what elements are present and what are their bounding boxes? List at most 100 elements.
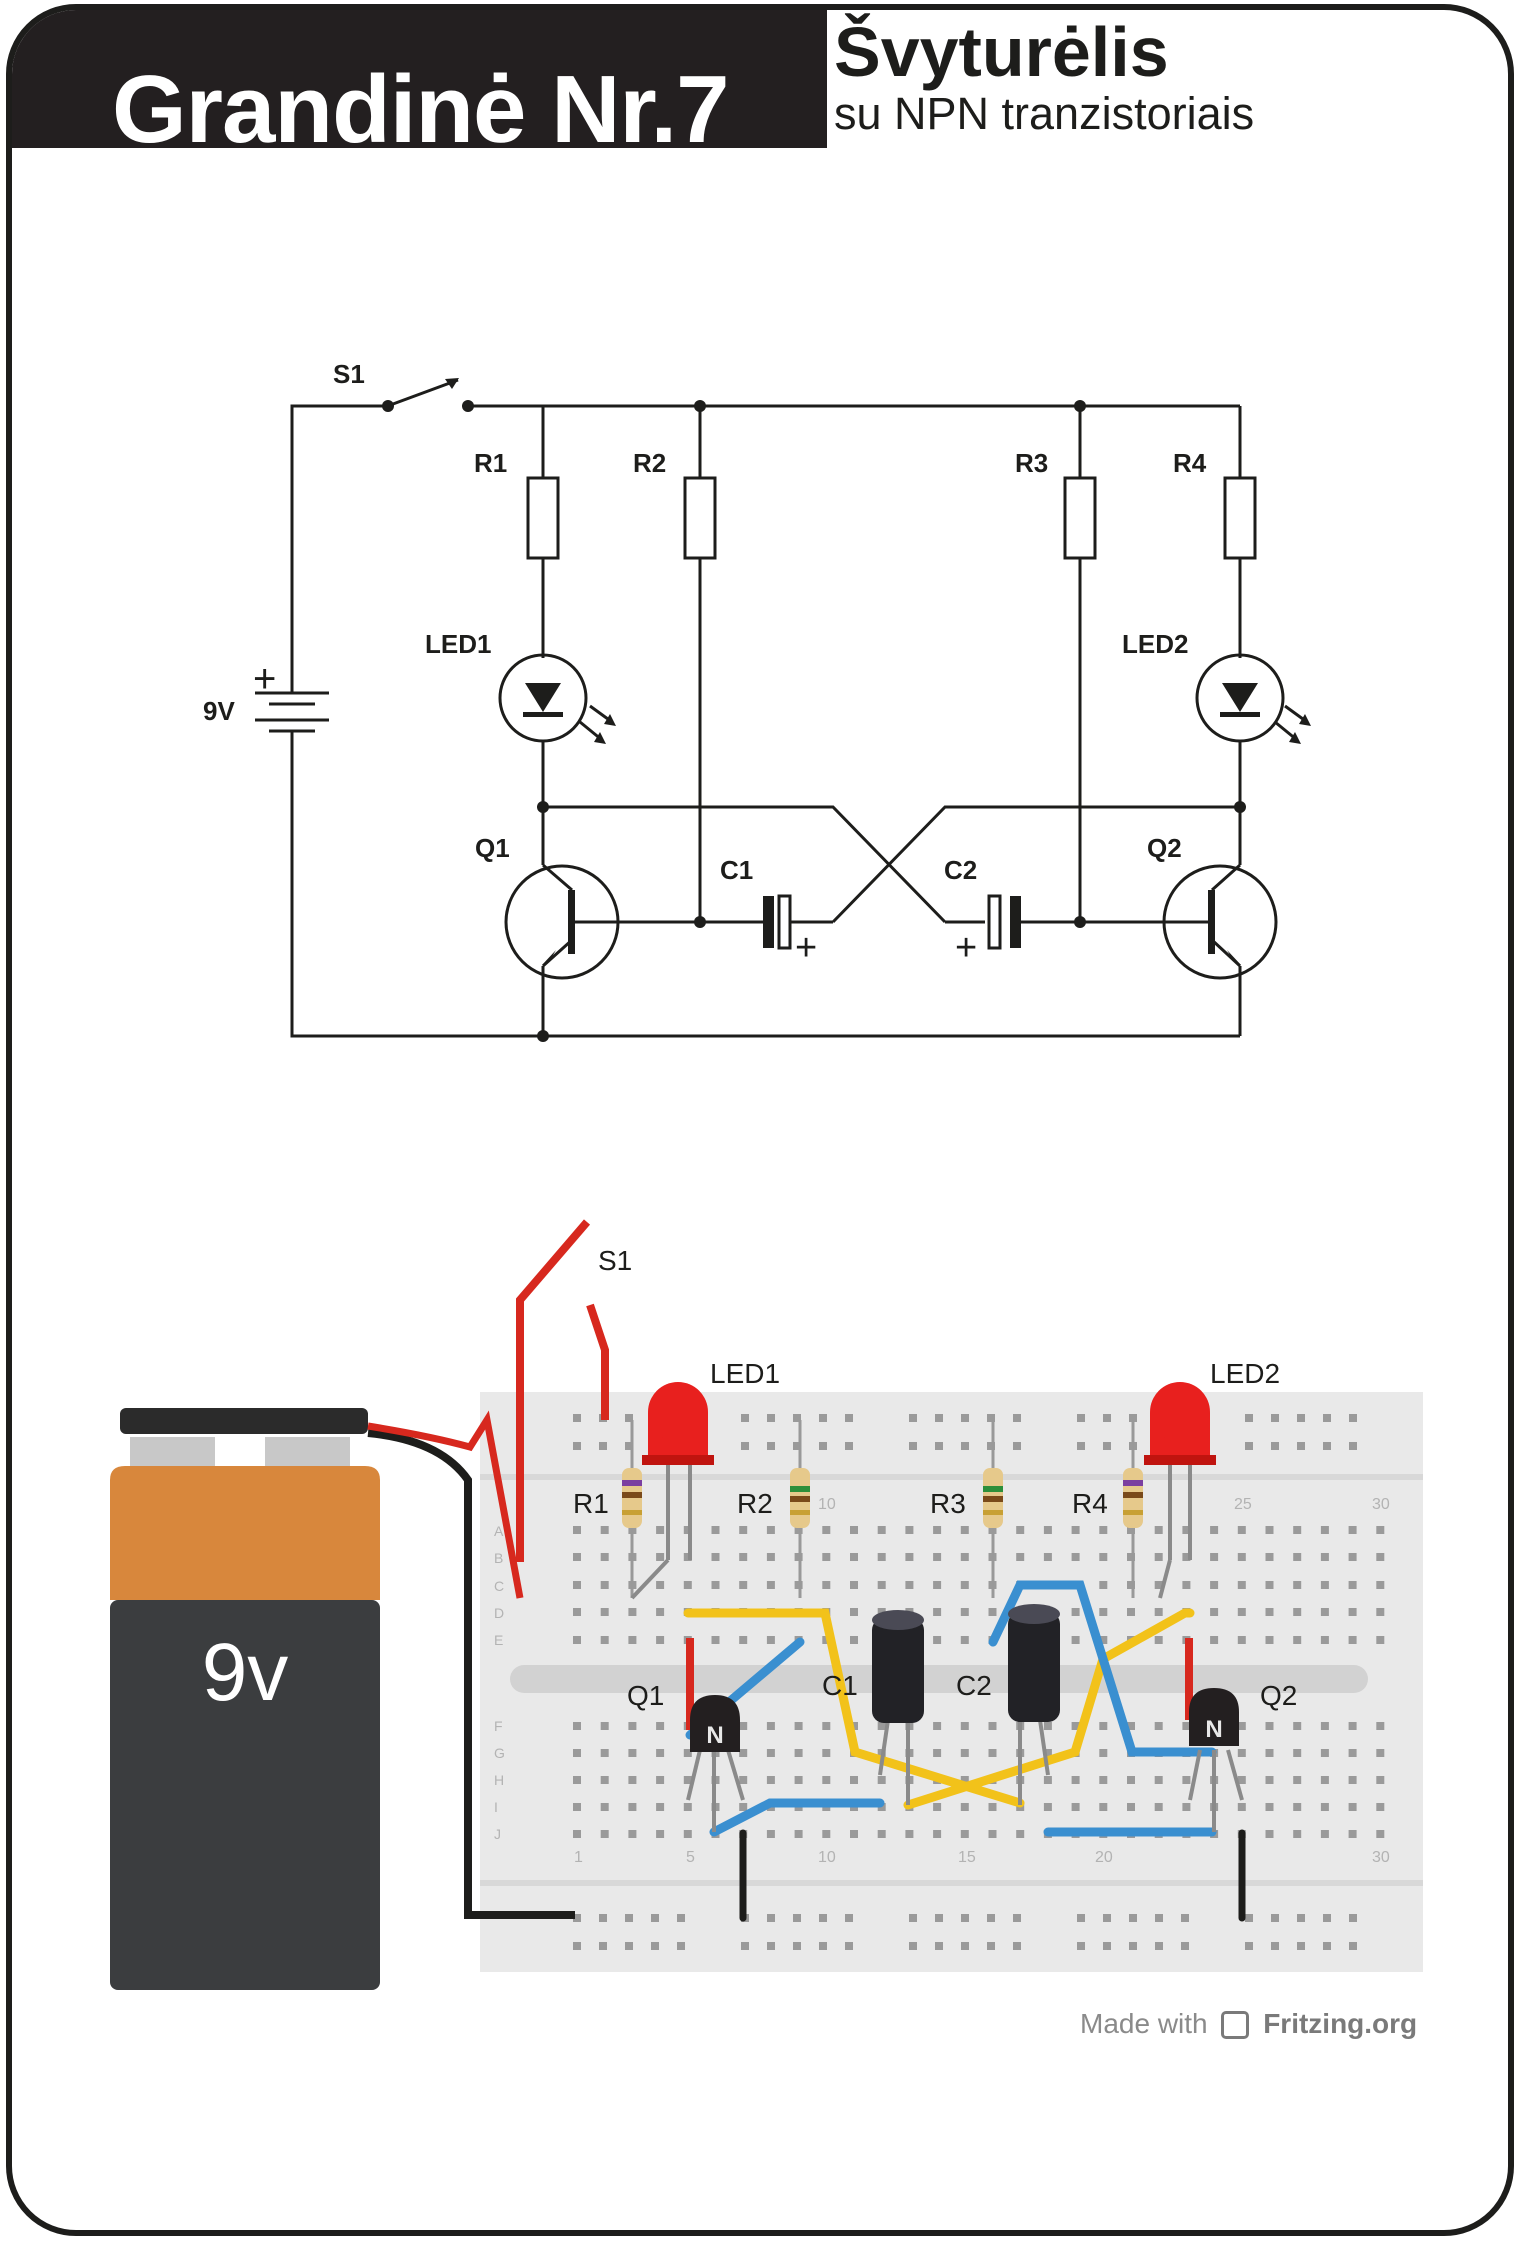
breadboard-hole — [656, 1749, 665, 1757]
bb-label-r2: R2 — [737, 1488, 773, 1519]
rail-hole — [651, 1914, 659, 1922]
breadboard-hole — [573, 1608, 581, 1616]
breadboard-hole — [711, 1526, 720, 1534]
breadboard-hole — [933, 1749, 942, 1757]
rail-hole — [987, 1942, 995, 1950]
breadboard-hole — [960, 1803, 969, 1811]
breadboard-hole — [628, 1636, 637, 1644]
breadboard-hole — [960, 1553, 969, 1561]
breadboard-hole — [1099, 1749, 1108, 1757]
breadboard-hole — [850, 1581, 858, 1589]
circuit-subtitle: su NPN tranzistoriais — [834, 87, 1255, 139]
rail-hole — [1103, 1442, 1111, 1450]
breadboard-hole — [1348, 1776, 1357, 1784]
breadboard-hole — [683, 1830, 692, 1838]
q2-mark: N — [1205, 1716, 1222, 1743]
title-banner: Grandinė Nr.7 — [12, 10, 827, 158]
rail-hole — [1323, 1442, 1331, 1450]
rail-hole — [573, 1914, 581, 1922]
breadboard-hole — [1293, 1636, 1302, 1644]
breadboard-hole — [822, 1553, 831, 1561]
bb-label-r1: R1 — [573, 1488, 609, 1519]
breadboard-hole — [1154, 1636, 1163, 1644]
breadboard-hole — [933, 1722, 942, 1730]
breadboard-hole — [1320, 1526, 1329, 1534]
breadboard-hole — [1071, 1553, 1080, 1561]
rail-hole — [1245, 1442, 1253, 1450]
switch-lever — [392, 378, 459, 406]
breadboard-hole — [1210, 1636, 1219, 1644]
circuit-title: Švyturėlis — [834, 13, 1169, 91]
breadboard-hole — [988, 1722, 997, 1730]
rail-hole — [909, 1914, 917, 1922]
breadboard-hole — [1348, 1830, 1357, 1838]
rail-hole — [1129, 1942, 1137, 1950]
bb-label-r3: R3 — [930, 1488, 966, 1519]
breadboard-hole — [850, 1526, 858, 1534]
breadboard-hole — [1071, 1608, 1080, 1616]
breadboard-hole — [933, 1636, 942, 1644]
breadboard-hole — [573, 1581, 581, 1589]
breadboard-hole — [1293, 1776, 1302, 1784]
breadboard-hole — [960, 1526, 969, 1534]
breadboard-hole — [1099, 1803, 1108, 1811]
breadboard-hole — [850, 1722, 858, 1730]
breadboard-hole — [960, 1636, 969, 1644]
label-s1: S1 — [333, 359, 365, 389]
col-num-bottom-20: 20 — [1095, 1849, 1113, 1866]
breadboard-hole — [1348, 1553, 1357, 1561]
r3-symbol — [1063, 476, 1097, 560]
rail-hole — [793, 1442, 801, 1450]
r4-symbol — [1223, 476, 1257, 560]
breadboard-hole — [600, 1636, 609, 1644]
rail-hole — [987, 1442, 995, 1450]
breadboard-hole — [1320, 1636, 1329, 1644]
breadboard-hole — [1265, 1553, 1274, 1561]
breadboard-hole — [1182, 1526, 1191, 1534]
breadboard-hole — [1293, 1830, 1302, 1838]
r2-symbol — [683, 476, 717, 560]
battery-9v: 9v — [110, 1408, 380, 1990]
rail-hole — [1245, 1942, 1253, 1950]
breadboard-hole — [739, 1581, 748, 1589]
breadboard-hole — [711, 1553, 720, 1561]
breadboard-hole — [1320, 1608, 1329, 1616]
breadboard-hole — [1127, 1581, 1135, 1589]
row-letter-i: I — [494, 1799, 498, 1815]
label-battery-plus: + — [253, 657, 276, 701]
breadboard-hole — [1265, 1581, 1274, 1589]
breadboard-hole — [1376, 1722, 1385, 1730]
breadboard-hole — [739, 1553, 748, 1561]
rail-hole — [1129, 1414, 1137, 1422]
breadboard-hole — [739, 1803, 748, 1811]
rail-hole — [1323, 1914, 1331, 1922]
breadboard-hole — [739, 1776, 748, 1784]
breadboard-hole — [656, 1526, 665, 1534]
rail-hole — [1103, 1414, 1111, 1422]
rail-hole — [961, 1442, 969, 1450]
col-num-bottom-1: 1 — [574, 1849, 583, 1866]
rail-hole — [961, 1414, 969, 1422]
breadboard-hole — [1099, 1722, 1108, 1730]
breadboard-hole — [1237, 1553, 1246, 1561]
col-num-bottom-5: 5 — [686, 1849, 695, 1866]
fritzing-brand: Fritzing.org — [1263, 2008, 1418, 2039]
breadboard-hole — [988, 1749, 997, 1757]
breadboard-hole — [1071, 1803, 1080, 1811]
breadboard-hole — [1376, 1581, 1385, 1589]
breadboard-hole — [1348, 1803, 1357, 1811]
bb-label-s1: S1 — [598, 1245, 632, 1276]
breadboard-hole — [1320, 1803, 1329, 1811]
breadboard-hole — [1182, 1776, 1191, 1784]
breadboard-hole — [739, 1749, 748, 1757]
breadboard-hole — [656, 1776, 665, 1784]
rail-hole — [1155, 1914, 1163, 1922]
breadboard-hole — [1043, 1526, 1052, 1534]
breadboard-hole — [1293, 1553, 1302, 1561]
breadboard-hole — [1182, 1553, 1191, 1561]
title-block: Švyturėlis su NPN tranzistoriais — [834, 13, 1255, 139]
breadboard-hole — [628, 1608, 637, 1616]
breadboard-hole — [1237, 1608, 1246, 1616]
label-r1: R1 — [474, 448, 507, 478]
breadboard-hole — [1127, 1776, 1135, 1784]
